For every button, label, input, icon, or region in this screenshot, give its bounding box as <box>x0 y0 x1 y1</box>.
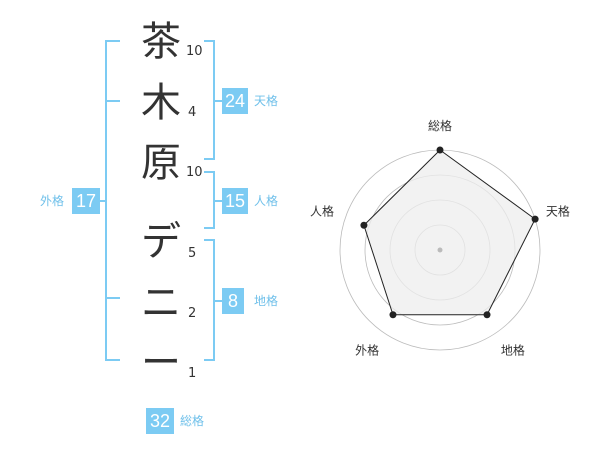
jinkaku-value: 15 <box>222 188 248 214</box>
name-char-4: デ <box>141 219 181 265</box>
radar-point <box>360 221 368 229</box>
radar-point <box>483 311 491 319</box>
jinkaku-label: 人格 <box>254 194 279 208</box>
stroke-count-5: 2 <box>188 306 197 321</box>
tenkaku-label: 天格 <box>254 94 279 108</box>
name-char-5: ニ <box>141 280 181 326</box>
name-char-3: 原 <box>141 140 181 186</box>
soukaku-value: 32 <box>146 408 174 434</box>
radar-axis-label: 天格 <box>546 204 570 219</box>
name-char-6: ー <box>141 340 181 386</box>
chikaku-value: 8 <box>222 288 244 314</box>
chikaku-label: 地格 <box>254 294 279 308</box>
gaikaku-label: 外格 <box>40 194 65 208</box>
radar-point <box>389 311 397 319</box>
radar-axis-label: 外格 <box>355 342 379 357</box>
stroke-count-2: 4 <box>188 105 197 120</box>
radar-point <box>436 146 444 154</box>
gaikaku-value: 17 <box>72 188 100 214</box>
radar-points <box>360 146 539 319</box>
radar-axis-label: 総格 <box>428 118 452 133</box>
name-char-2: 木 <box>141 80 181 126</box>
radar-polygon <box>363 149 536 316</box>
radar-point <box>531 215 539 223</box>
stroke-count-3: 10 <box>186 165 203 180</box>
radar-axis-label: 地格 <box>501 342 525 357</box>
stroke-count-1: 10 <box>186 44 203 59</box>
stroke-count-4: 5 <box>188 246 197 261</box>
soukaku-label: 総格 <box>180 414 205 428</box>
radar-axis-label: 人格 <box>310 204 334 219</box>
stroke-count-6: 1 <box>188 366 197 381</box>
name-char-1: 茶 <box>141 19 181 65</box>
tenkaku-value: 24 <box>222 88 248 114</box>
radar-center <box>437 247 443 253</box>
